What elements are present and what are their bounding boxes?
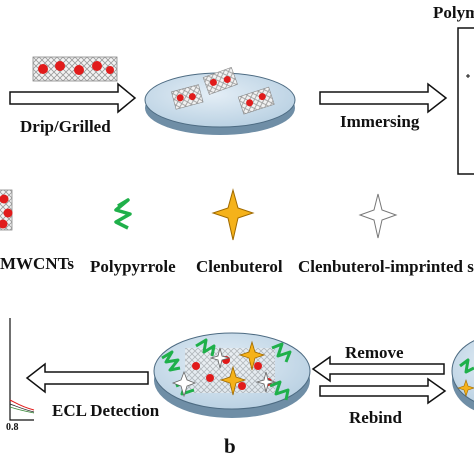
arrow-rebind (319, 377, 447, 405)
arrow-ecl (25, 362, 149, 394)
label-ecl-detection: ECL Detection (52, 401, 160, 420)
electrode-disk-2 (153, 332, 311, 418)
imprinted-site-icon (358, 193, 398, 239)
electrode-disk-3-fragment (451, 340, 474, 411)
electrode-disk-1 (144, 66, 296, 135)
ecl-plot-fragment (9, 318, 35, 421)
mwcnt-strip-top (32, 56, 118, 82)
label-polymerization: Polym (433, 3, 474, 22)
panel-label-b: b (224, 434, 236, 458)
legend-label-imprinted-site: Clenbuterol-imprinted sit (298, 257, 474, 276)
label-drip-grilled: Drip/Grilled (20, 117, 111, 136)
arrow-remove (311, 355, 445, 383)
label-remove: Remove (345, 343, 404, 362)
arrow-drip (9, 82, 137, 114)
legend-label-mwcnts: MWCNTs (0, 254, 74, 273)
polymerization-cell (457, 27, 474, 175)
arrow-immersing (319, 82, 448, 114)
label-rebind: Rebind (349, 408, 402, 427)
legend-label-clenbuterol: Clenbuterol (196, 257, 283, 276)
clenbuterol-star-icon (211, 188, 255, 241)
axis-tick-0.8: 0.8 (6, 422, 19, 433)
label-immersing: Immersing (340, 112, 420, 131)
polypyrrole-icon (114, 198, 132, 230)
legend-mwcnt-icon (0, 189, 13, 231)
legend-label-polypyrrole: Polypyrrole (90, 257, 176, 276)
